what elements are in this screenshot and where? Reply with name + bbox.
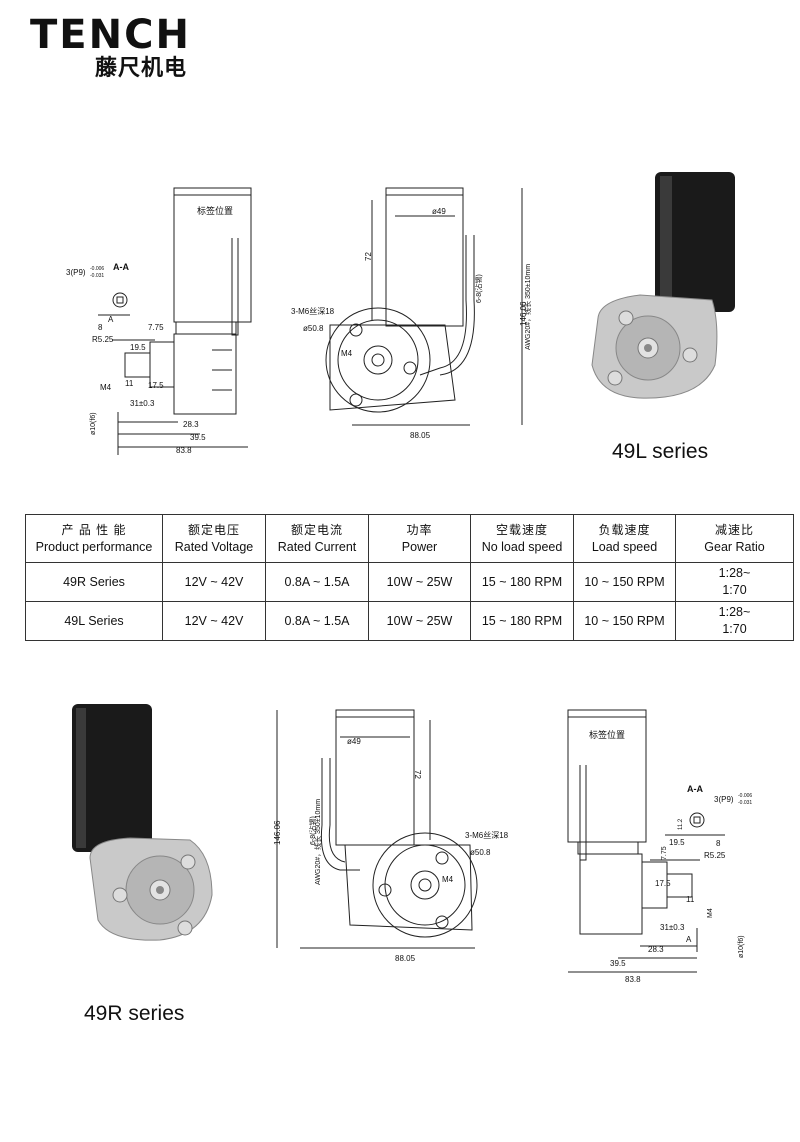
bottom-side-dim-175: 17.5 [655,879,671,888]
top-side-dim-r: R5.25 [92,335,114,344]
table-row: 49R Series 12V ~ 42V 0.8A ~ 1.5A 10W ~ 2… [25,562,794,602]
bottom-side-dim-775: 7.75 [661,846,668,860]
top-front-view-drawing [325,187,523,426]
bottom-front-wire-len: AWG20#，线长 350±10mm [313,799,322,885]
cell-name: 49R Series [25,562,163,602]
cell-no-load: 15 ~ 180 RPM [470,562,574,602]
top-side-dim-775: 7.75 [148,323,164,332]
top-side-dim-31: 31±0.3 [130,399,155,408]
top-front-dim-72: 72 [364,252,373,261]
bottom-side-dim-195: 19.5 [669,838,685,847]
bottom-front-holes: 3-M6丝深18 [465,830,509,840]
motor-49l-image [591,172,735,399]
cell-name: 49L Series [25,601,163,641]
cell-current: 0.8A ~ 1.5A [265,562,369,602]
top-front-dim-49: ø49 [432,207,446,216]
top-front-view-labels: ø49 72 3-M6丝深18 ø50.8 M4 88.05 146.06 AW… [291,207,532,440]
bottom-side-view-drawing [567,709,725,973]
bottom-side-view-labels: 标签位置 A-A 3(P9) -0.006 -0.031 11.2 8 R5.2… [589,729,752,984]
bottom-front-dim-146: 146.06 [273,820,282,845]
brand-chinese-name: 藤尺机电 [95,56,188,81]
bottom-side-keyway-tol-bot: -0.031 [738,800,752,806]
top-front-m4: M4 [341,349,353,358]
bottom-front-strip: 6-8(沾锡) [308,816,317,845]
cell-ratio: 1:28~1:70 [675,562,794,602]
bottom-side-dim-8: 8 [716,839,721,848]
bottom-front-dim-49: ø49 [347,737,361,746]
top-side-mark-a: A [108,315,114,324]
cell-load: 10 ~ 150 RPM [573,601,676,641]
top-side-dim-195: 19.5 [130,343,146,352]
bottom-front-view-drawing [276,709,478,949]
bottom-side-section-mark: A-A [687,784,703,794]
cell-voltage: 12V ~ 42V [162,562,266,602]
cell-load: 10 ~ 150 RPM [573,562,676,602]
table-row: 49L Series 12V ~ 42V 0.8A ~ 1.5A 10W ~ 2… [25,601,794,641]
top-side-keyway-tol-bot: -0.031 [90,273,104,279]
top-side-dim-11: 11 [125,379,134,388]
brand-logo: TENCH [30,12,191,58]
bottom-side-shaft: ø10(f6) [738,935,745,958]
bottom-side-dim-11: 11 [686,895,695,904]
cell-ratio: 1:28~1:70 [675,601,794,641]
top-side-keyway: 3(P9) [66,268,86,277]
top-side-dim-8: 8 [98,323,103,332]
bottom-side-dim-838: 83.8 [625,975,641,984]
top-side-dim-m4: M4 [100,383,112,392]
bottom-technical-drawings: ø49 72 146.06 AWG20#，线长 350±10mm 6-8(沾锡)… [72,704,752,984]
bottom-side-keyway: 3(P9) [714,795,734,804]
top-front-wire-len: AWG20#，线长 350±10mm [523,264,532,350]
series-label-49r: 49R series [84,1002,185,1025]
series-label-49l: 49L series [612,440,709,463]
top-side-label-plate: 标签位置 [197,205,233,216]
top-front-dim-146: 146.06 [519,301,528,326]
cell-no-load: 15 ~ 180 RPM [470,601,574,641]
bottom-side-dim-r: R5.25 [704,851,726,860]
top-side-dim-175: 17.5 [148,381,164,390]
bottom-side-mark-a: A [686,935,692,944]
top-side-section-mark: A-A [113,262,129,272]
motor-49r-image [72,704,213,941]
top-side-view-labels: 标签位置 A-A 3(P9) -0.006 -0.031 A 8 R5.25 7… [66,205,233,455]
top-front-holes: 3-M6丝深18 [291,306,335,316]
top-front-dim-8805: 88.05 [410,431,431,440]
bottom-front-m4: M4 [442,875,454,884]
top-front-dim-508: ø50.8 [303,324,324,333]
cell-current: 0.8A ~ 1.5A [265,601,369,641]
top-side-view-drawing [98,187,252,455]
top-technical-drawings: 标签位置 A-A 3(P9) -0.006 -0.031 A 8 R5.25 7… [66,172,735,455]
bottom-front-dim-72: 72 [413,770,422,779]
top-side-dim-283: 28.3 [183,420,199,429]
bottom-side-dim-31: 31±0.3 [660,923,685,932]
bottom-front-view-labels: ø49 72 146.06 AWG20#，线长 350±10mm 6-8(沾锡)… [273,737,509,963]
bottom-side-dim-395: 39.5 [610,959,626,968]
bottom-side-dim-283: 28.3 [648,945,664,954]
bottom-side-label-plate: 标签位置 [589,729,625,740]
top-side-dim-395: 39.5 [190,433,206,442]
top-front-strip: 6-8(沾锡) [474,274,483,303]
bottom-side-keyway-tol-top: -0.006 [738,793,752,799]
cell-voltage: 12V ~ 42V [162,601,266,641]
bottom-side-dim-m4: M4 [707,908,714,918]
bottom-front-dim-508: ø50.8 [470,848,491,857]
cell-power: 10W ~ 25W [368,601,471,641]
bottom-front-dim-8805: 88.05 [395,954,416,963]
top-side-dim-838: 83.8 [176,446,192,455]
bottom-side-key-height: 11.2 [678,818,684,830]
top-side-shaft: ø10(f6) [90,412,97,435]
cell-power: 10W ~ 25W [368,562,471,602]
top-side-keyway-tol-top: -0.006 [90,266,104,272]
